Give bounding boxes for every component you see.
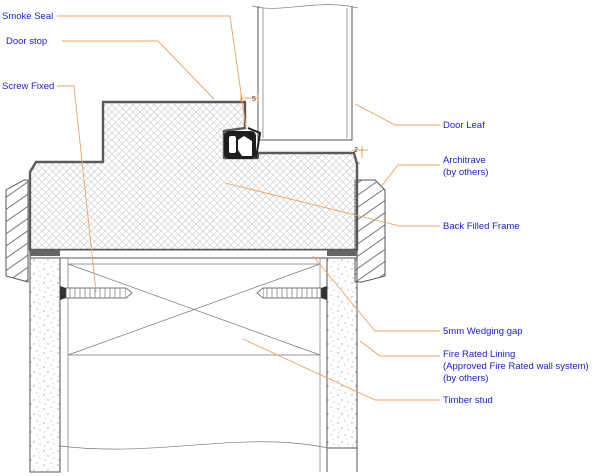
- leader-screw-fixed: [57, 85, 97, 293]
- leader-wedging-gap: [312, 255, 440, 332]
- dimension-stop-gap-label: 5: [252, 96, 256, 103]
- leader-smoke-seal: [57, 15, 247, 129]
- label-back-filled-frame: Back Filled Frame: [443, 221, 520, 232]
- dimension-leaf-gap-label: 2: [354, 147, 358, 154]
- smoke-seal: [224, 127, 262, 159]
- leader-door-leaf: [354, 103, 440, 126]
- leader-timber-stud: [242, 338, 440, 401]
- screw-left: [60, 286, 133, 300]
- label-lining-by-others: (by others): [443, 373, 488, 384]
- leader-back-filled-frame: [224, 182, 440, 227]
- label-architrave-by-others: (by others): [443, 167, 488, 178]
- label-door-stop: Door stop: [6, 36, 47, 47]
- dimension-leaf-gap: 2: [352, 146, 368, 158]
- label-screw-fixed: Screw Fixed: [2, 81, 54, 92]
- label-fire-rated-lining: Fire Rated Lining: [443, 349, 515, 360]
- label-wedging-gap: 5mm Wedging gap: [443, 326, 523, 337]
- leader-fire-rated-lining: [359, 340, 440, 357]
- fire-rated-lining: [29, 249, 358, 473]
- door-leaf: [251, 4, 359, 141]
- back-filled-frame: [28, 100, 361, 252]
- leader-door-stop: [62, 40, 215, 100]
- label-approved-wall-system: (Approved Fire Rated wall system): [443, 361, 589, 372]
- label-architrave: Architrave: [443, 155, 486, 166]
- timber-stud: [59, 258, 329, 472]
- leader-architrave: [379, 164, 440, 189]
- screw-right: [256, 286, 327, 300]
- label-timber-stud: Timber stud: [443, 395, 493, 406]
- label-door-leaf: Door Leaf: [443, 120, 485, 131]
- label-smoke-seal: Smoke Seal: [2, 11, 53, 22]
